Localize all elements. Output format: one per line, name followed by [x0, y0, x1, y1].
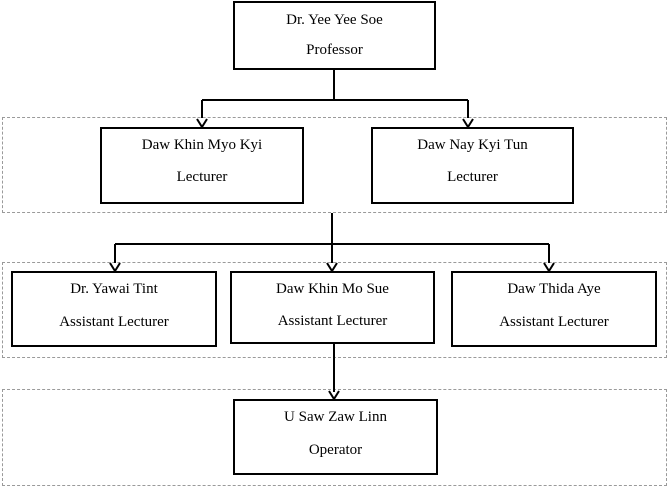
lecturer-2-name: Daw Nay Kyi Tun [417, 137, 528, 153]
assistant-lecturer-1-role: Assistant Lecturer [59, 314, 169, 330]
assistant-lecturer-2-role: Assistant Lecturer [277, 313, 388, 329]
assistant-lecturer-3-name: Daw Thida Aye [507, 281, 601, 297]
assistant-lecturer-3-box: Daw Thida Aye Assistant Lecturer [451, 271, 657, 347]
arrowhead-lecturer-1 [196, 118, 208, 129]
assistant-lecturer-2-name: Daw Khin Mo Sue [276, 281, 389, 297]
lecturer-1-role: Lecturer [176, 169, 228, 185]
operator-box: U Saw Zaw Linn Operator [233, 399, 438, 475]
lecturer-tier-group [2, 117, 667, 213]
arrowhead-assistant-1 [109, 262, 121, 273]
professor-box: Dr. Yee Yee Soe Professor [233, 1, 436, 70]
operator-role: Operator [308, 442, 363, 458]
professor-role: Professor [306, 42, 363, 58]
arrowhead-lecturer-2 [462, 118, 474, 129]
lecturer-1-name: Daw Khin Myo Kyi [141, 137, 263, 153]
lecturer-2-box: Daw Nay Kyi Tun Lecturer [371, 127, 574, 204]
assistant-lecturer-2-box: Daw Khin Mo Sue Assistant Lecturer [230, 271, 435, 344]
lecturer-2-role: Lecturer [447, 169, 498, 185]
assistant-lecturer-1-box: Dr. Yawai Tint Assistant Lecturer [11, 271, 217, 347]
arrowhead-operator [328, 390, 340, 401]
assistant-lecturer-1-name: Dr. Yawai Tint [70, 281, 158, 297]
arrowhead-assistant-3 [543, 262, 555, 273]
assistant-lecturer-3-role: Assistant Lecturer [499, 314, 609, 330]
lecturer-1-box: Daw Khin Myo Kyi Lecturer [100, 127, 304, 204]
arrowhead-assistant-2 [326, 262, 338, 273]
professor-name: Dr. Yee Yee Soe [286, 12, 383, 28]
operator-name: U Saw Zaw Linn [284, 409, 387, 425]
